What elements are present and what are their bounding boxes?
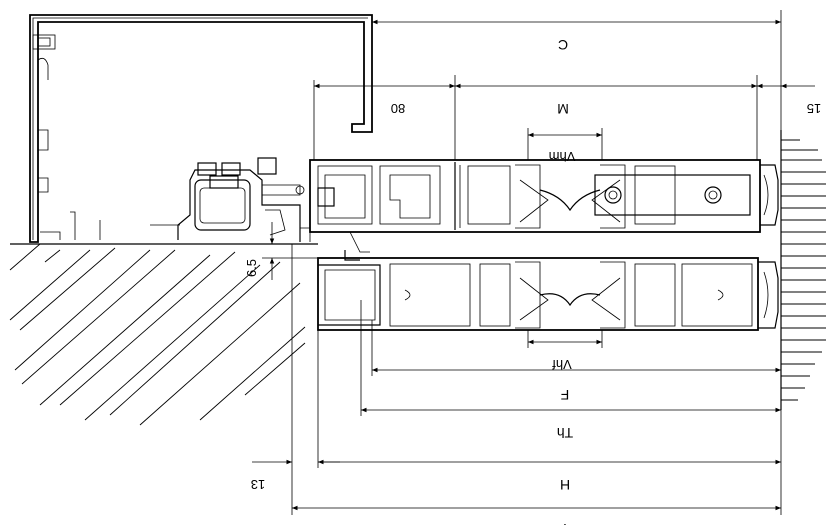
dim-h-13: [252, 244, 781, 515]
dim-f: [371, 320, 781, 376]
label-th: Th: [557, 425, 573, 441]
dim-c: [372, 10, 782, 130]
dim-6-5: [262, 222, 318, 280]
label-vhm: Vhm: [549, 149, 576, 164]
label-6-5: 6.5: [244, 259, 259, 277]
floor-hatching: [9, 243, 318, 426]
label-13: 13: [251, 477, 265, 492]
label-c: C: [558, 37, 568, 53]
label-m: M: [557, 101, 569, 117]
label-15: 15: [807, 101, 821, 116]
dim-vhm: [527, 128, 603, 160]
label-y: Y: [560, 521, 570, 525]
upper-sash-profile: [309, 159, 779, 233]
label-h: H: [560, 477, 570, 493]
lower-sash-profile: [317, 231, 779, 331]
label-80: 80: [391, 101, 405, 116]
label-f: F: [561, 387, 570, 403]
head-housing-profile: [29, 14, 373, 243]
wall-hatching: [780, 130, 826, 410]
dim-th: [360, 300, 782, 515]
dim-vhf: [527, 330, 603, 348]
dim-80-m: [313, 75, 815, 160]
label-vhf: Vhf: [552, 357, 572, 372]
top-track-assembly: [177, 157, 311, 242]
